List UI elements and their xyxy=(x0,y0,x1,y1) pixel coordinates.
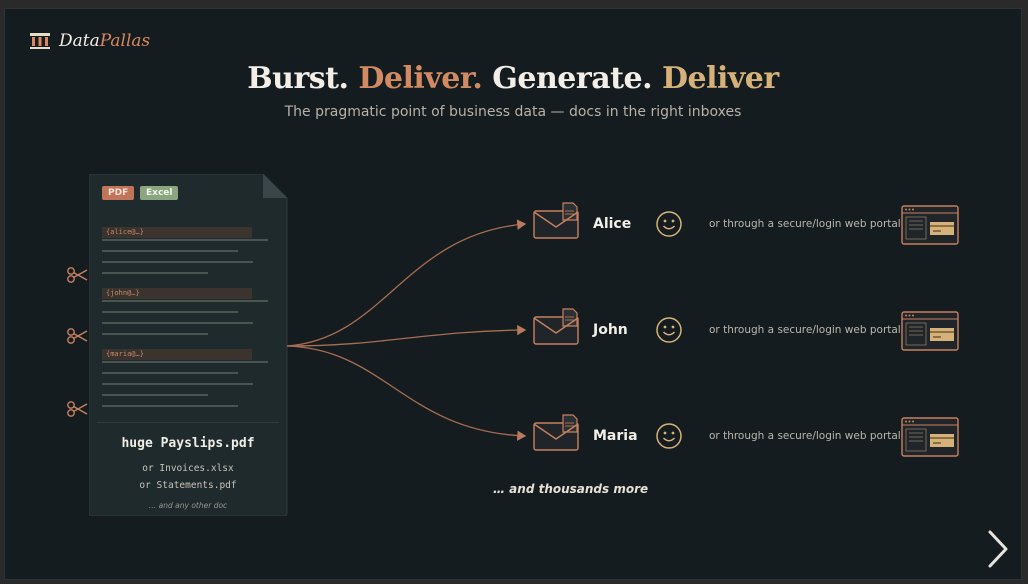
recipient-name-maria: Maria xyxy=(593,428,638,444)
logo-word-part2: Pallas xyxy=(99,31,151,51)
connector-to-maria xyxy=(286,345,527,441)
logo-word-part1: Data xyxy=(59,31,100,51)
envelope-icon xyxy=(533,308,579,345)
bank-icon xyxy=(30,33,50,49)
portal-text-maria: or through a secure/login web portal xyxy=(709,430,901,442)
email-placeholder-alice: {alice@…} xyxy=(102,227,252,238)
portal-text-alice: or through a secure/login web portal xyxy=(709,218,901,230)
smiley-icon xyxy=(656,423,682,449)
document-shape xyxy=(89,174,288,516)
connector-to-john xyxy=(286,324,527,347)
headline-word-2: Deliver. xyxy=(358,61,483,96)
envelope-icon xyxy=(533,414,579,451)
recipient-name-john: John xyxy=(593,322,628,338)
more-recipients-note: … and thousands more xyxy=(493,482,649,496)
scissors-icon xyxy=(67,328,88,344)
document-other-note: … and any other doc xyxy=(148,501,228,510)
source-document: PDF Excel {alice@…} {john@…} {maria@…} h… xyxy=(89,174,289,516)
envelope-icon xyxy=(533,202,579,239)
document-alt-name-1: or Invoices.xlsx xyxy=(142,463,234,474)
scissors-icon xyxy=(67,401,88,417)
connector-to-alice xyxy=(286,219,527,347)
email-placeholder-maria: {maria@…} xyxy=(102,349,252,360)
headline-word-4: Deliver xyxy=(661,61,779,96)
smiley-icon xyxy=(656,317,682,343)
document-main-name: huge Payslips.pdf xyxy=(121,436,255,451)
excel-tag: Excel xyxy=(140,186,179,200)
connector-lines xyxy=(286,219,527,441)
web-portal-icon xyxy=(901,311,959,351)
headline-word-1: Burst. xyxy=(247,61,349,96)
logo-wordmark: DataPallas xyxy=(59,31,150,51)
document-alt-name-2: or Statements.pdf xyxy=(139,480,237,491)
web-portal-icon xyxy=(901,205,959,245)
web-portal-icon xyxy=(901,417,959,457)
headline-word-3: Generate. xyxy=(492,61,653,96)
portal-text-john: or through a secure/login web portal xyxy=(709,324,901,336)
logo: DataPallas xyxy=(29,31,150,51)
scissors-icon xyxy=(67,267,88,283)
smiley-icon xyxy=(656,211,682,237)
chevron-right-icon[interactable] xyxy=(985,529,1011,569)
email-placeholder-john: {john@…} xyxy=(102,288,252,299)
headline: Burst. Deliver. Generate. Deliver xyxy=(5,61,1021,96)
slide: DataPallas Burst. Deliver. Generate. Del… xyxy=(4,8,1022,580)
subtitle: The pragmatic point of business data — d… xyxy=(284,104,742,120)
recipient-name-alice: Alice xyxy=(593,216,632,232)
pdf-tag: PDF xyxy=(102,186,135,200)
